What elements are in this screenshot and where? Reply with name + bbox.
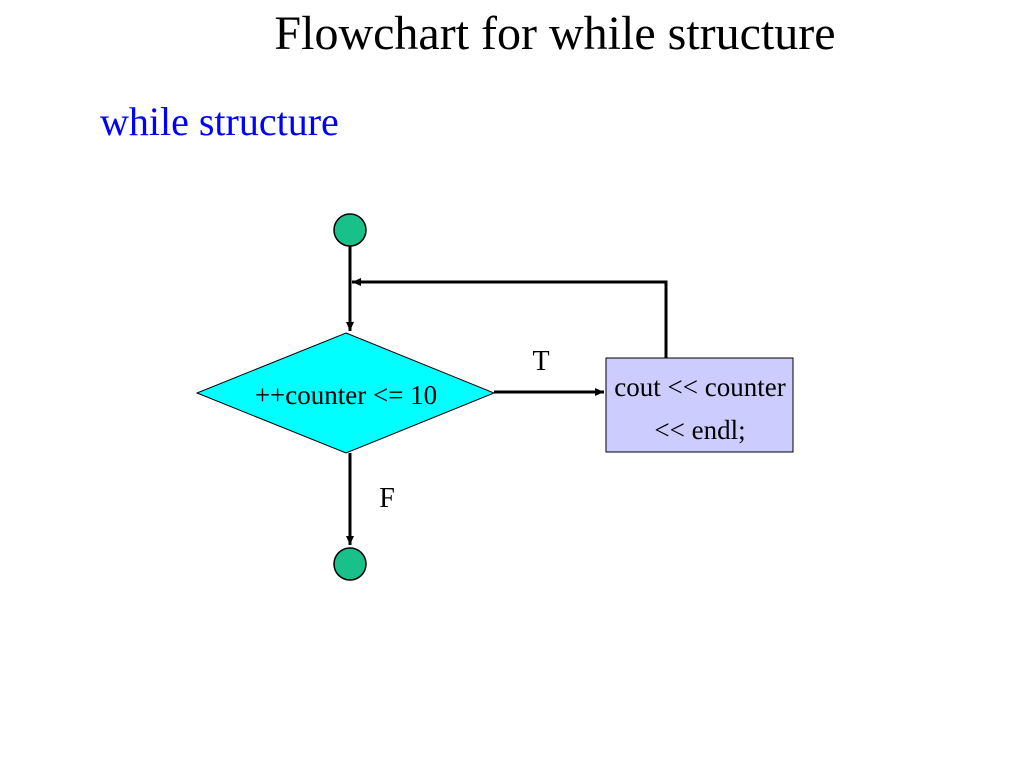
decision-condition: ++counter <= 10	[255, 380, 437, 410]
false-label: F	[379, 483, 395, 514]
action-statement-line-1: cout << counter	[614, 372, 785, 402]
decision-diamond	[195, 332, 496, 454]
loop-back-connector	[360, 280, 668, 358]
start-terminal	[333, 213, 367, 247]
end-terminal	[333, 547, 367, 581]
slide-title: Flowchart for while structure	[274, 7, 836, 60]
true-label: T	[532, 346, 549, 377]
action-box	[605, 357, 794, 453]
action-statement-line-2: << endl;	[654, 415, 745, 445]
slide-subtitle: while structure	[100, 99, 339, 144]
